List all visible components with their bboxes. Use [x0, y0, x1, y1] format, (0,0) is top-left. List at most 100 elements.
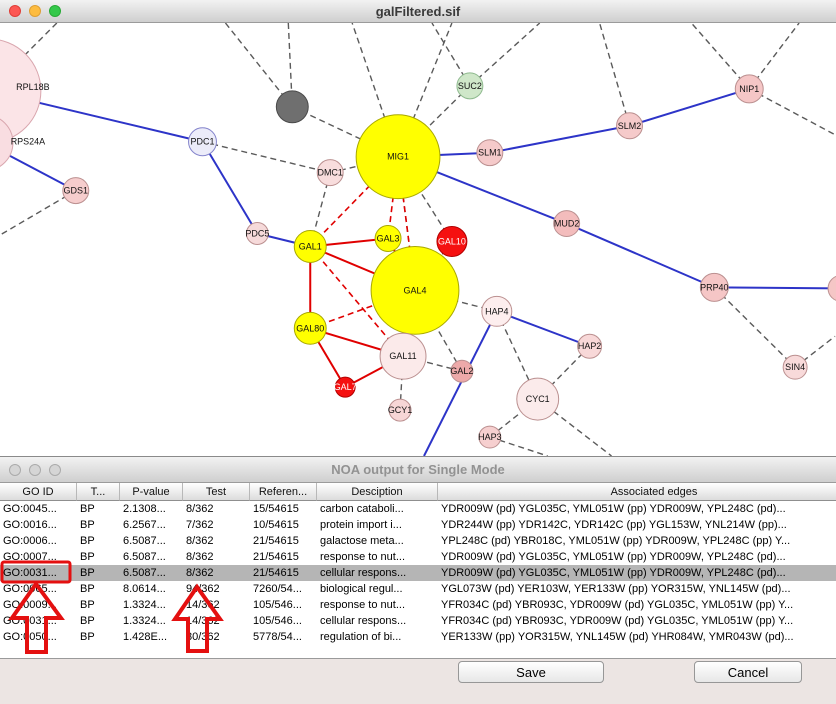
- graph-node-mud2[interactable]: [553, 210, 581, 238]
- graph-node-nip1[interactable]: [734, 74, 764, 104]
- graph-edge[interactable]: [469, 23, 541, 87]
- graph-node-label: GAL11: [389, 351, 416, 361]
- zoom-window-button[interactable]: [49, 5, 61, 17]
- save-button[interactable]: Save: [458, 661, 604, 683]
- graph-edge[interactable]: [748, 88, 836, 136]
- table-cell: 5778/54...: [253, 631, 302, 643]
- graph-node-gal2[interactable]: [450, 359, 474, 383]
- column-header-p-value[interactable]: P-value: [120, 483, 183, 501]
- graph-edge[interactable]: [566, 222, 715, 289]
- graph-node-gal7[interactable]: [334, 376, 356, 398]
- graph-node-gal10[interactable]: [436, 226, 468, 257]
- graph-node-gal11[interactable]: [379, 332, 427, 380]
- graph-node-sin4[interactable]: [782, 354, 808, 380]
- column-header-t-[interactable]: T...: [77, 483, 120, 501]
- graph-node-label: MUD2: [554, 219, 579, 229]
- graph-edge[interactable]: [0, 190, 77, 236]
- graph-edge[interactable]: [714, 286, 836, 290]
- graph-node-dmc1[interactable]: [316, 159, 344, 187]
- column-header-referen-[interactable]: Referen...: [250, 483, 317, 501]
- graph-node-slm2[interactable]: [616, 112, 643, 140]
- graph-node-pdc5[interactable]: [245, 222, 269, 245]
- graph-node-label: GAL10: [438, 236, 466, 246]
- graph-node-label: GAL4: [404, 285, 427, 295]
- table-cell: 6.5087...: [120, 565, 183, 581]
- graph-edge[interactable]: [629, 87, 750, 127]
- minimize-window-button[interactable]: [29, 5, 41, 17]
- close-window-button[interactable]: [9, 5, 21, 17]
- table-cell: regulation of bi...: [320, 631, 402, 643]
- graph-edge[interactable]: [414, 290, 463, 372]
- graph-node-slm1[interactable]: [476, 139, 504, 167]
- graph-node-cyc1[interactable]: [516, 377, 560, 421]
- table-cell: 105/546...: [253, 599, 302, 611]
- graph-node-hap3[interactable]: [478, 425, 502, 449]
- graph-edge[interactable]: [713, 286, 796, 368]
- graph-edge[interactable]: [496, 310, 590, 348]
- cancel-button[interactable]: Cancel: [694, 661, 802, 683]
- graph-edge[interactable]: [224, 23, 293, 108]
- close-window-button[interactable]: [9, 463, 21, 476]
- output-window-titlebar[interactable]: NOA output for Single Mode: [0, 457, 836, 483]
- table-cell: GO:0050...: [3, 631, 57, 643]
- graph-node-label: SUC2: [458, 81, 482, 91]
- graph-node-pdc1[interactable]: [188, 127, 217, 157]
- graph-node-suc2[interactable]: [456, 72, 484, 100]
- graph-node-label: RPL18B: [16, 82, 49, 92]
- graph-node-rightnode[interactable]: [827, 275, 836, 301]
- graph-node-gal4[interactable]: [370, 245, 460, 335]
- graph-node-label: GAL7: [334, 382, 357, 392]
- graph-node-rps24a[interactable]: [0, 115, 14, 171]
- column-header-go-id[interactable]: GO ID: [0, 483, 77, 501]
- graph-node-label: SLM1: [478, 148, 501, 158]
- table-cell: 14/362: [186, 599, 220, 611]
- graph-edge[interactable]: [202, 141, 331, 174]
- graph-node-prp40[interactable]: [699, 272, 729, 302]
- table-cell: cellular respons...: [320, 615, 407, 627]
- graph-node-gal3[interactable]: [374, 225, 402, 252]
- table-cell: YDR009W (pd) YGL035C, YML051W (pp) YDR00…: [441, 503, 786, 515]
- table-cell: YDR009W (pd) YGL035C, YML051W (pp) YDR00…: [441, 551, 786, 563]
- graph-node-rpl18b[interactable]: [0, 39, 42, 143]
- graph-edge[interactable]: [794, 335, 836, 368]
- column-header-test[interactable]: Test: [183, 483, 250, 501]
- column-header-desciption[interactable]: Desciption: [317, 483, 438, 501]
- graph-node-gal1[interactable]: [293, 230, 327, 263]
- graph-node-gcy1[interactable]: [388, 398, 412, 422]
- graph-node-gal80[interactable]: [293, 311, 327, 345]
- table-cell: YFR034C (pd) YBR093C, YDR009W (pd) YGL03…: [441, 615, 794, 627]
- graph-edge[interactable]: [423, 310, 498, 456]
- graph-node-mig1[interactable]: [355, 114, 441, 200]
- zoom-window-button[interactable]: [49, 463, 61, 476]
- graph-node-graynode[interactable]: [275, 90, 309, 124]
- graph-node-hap4[interactable]: [481, 295, 513, 327]
- graph-node-label: GDS1: [64, 186, 88, 196]
- column-header-associated-edges[interactable]: Associated edges: [438, 483, 836, 501]
- graph-node-hap2[interactable]: [577, 333, 603, 359]
- table-cell: 6.2567...: [123, 519, 166, 531]
- graph-node-label: HAP2: [578, 341, 601, 351]
- graph-node-label: CYC1: [526, 394, 550, 404]
- graph-edge[interactable]: [309, 245, 404, 357]
- network-canvas[interactable]: RPL18BRPS24AGDS1PDC1DMC1MIG1SUC2SLM1SLM2…: [0, 23, 836, 456]
- graph-edge[interactable]: [690, 23, 750, 90]
- table-cell: YER133W (pp) YOR315W, YNL145W (pd) YHR08…: [441, 631, 794, 643]
- graph-window-titlebar[interactable]: galFiltered.sif: [0, 0, 836, 23]
- table-cell: 8/362: [186, 551, 214, 563]
- graph-node-gds1[interactable]: [62, 177, 90, 205]
- graph-node-label: GAL2: [450, 366, 473, 376]
- graph-edge[interactable]: [201, 141, 259, 235]
- minimize-window-button[interactable]: [29, 463, 41, 476]
- graph-edge[interactable]: [489, 124, 630, 154]
- graph-edge[interactable]: [598, 23, 631, 126]
